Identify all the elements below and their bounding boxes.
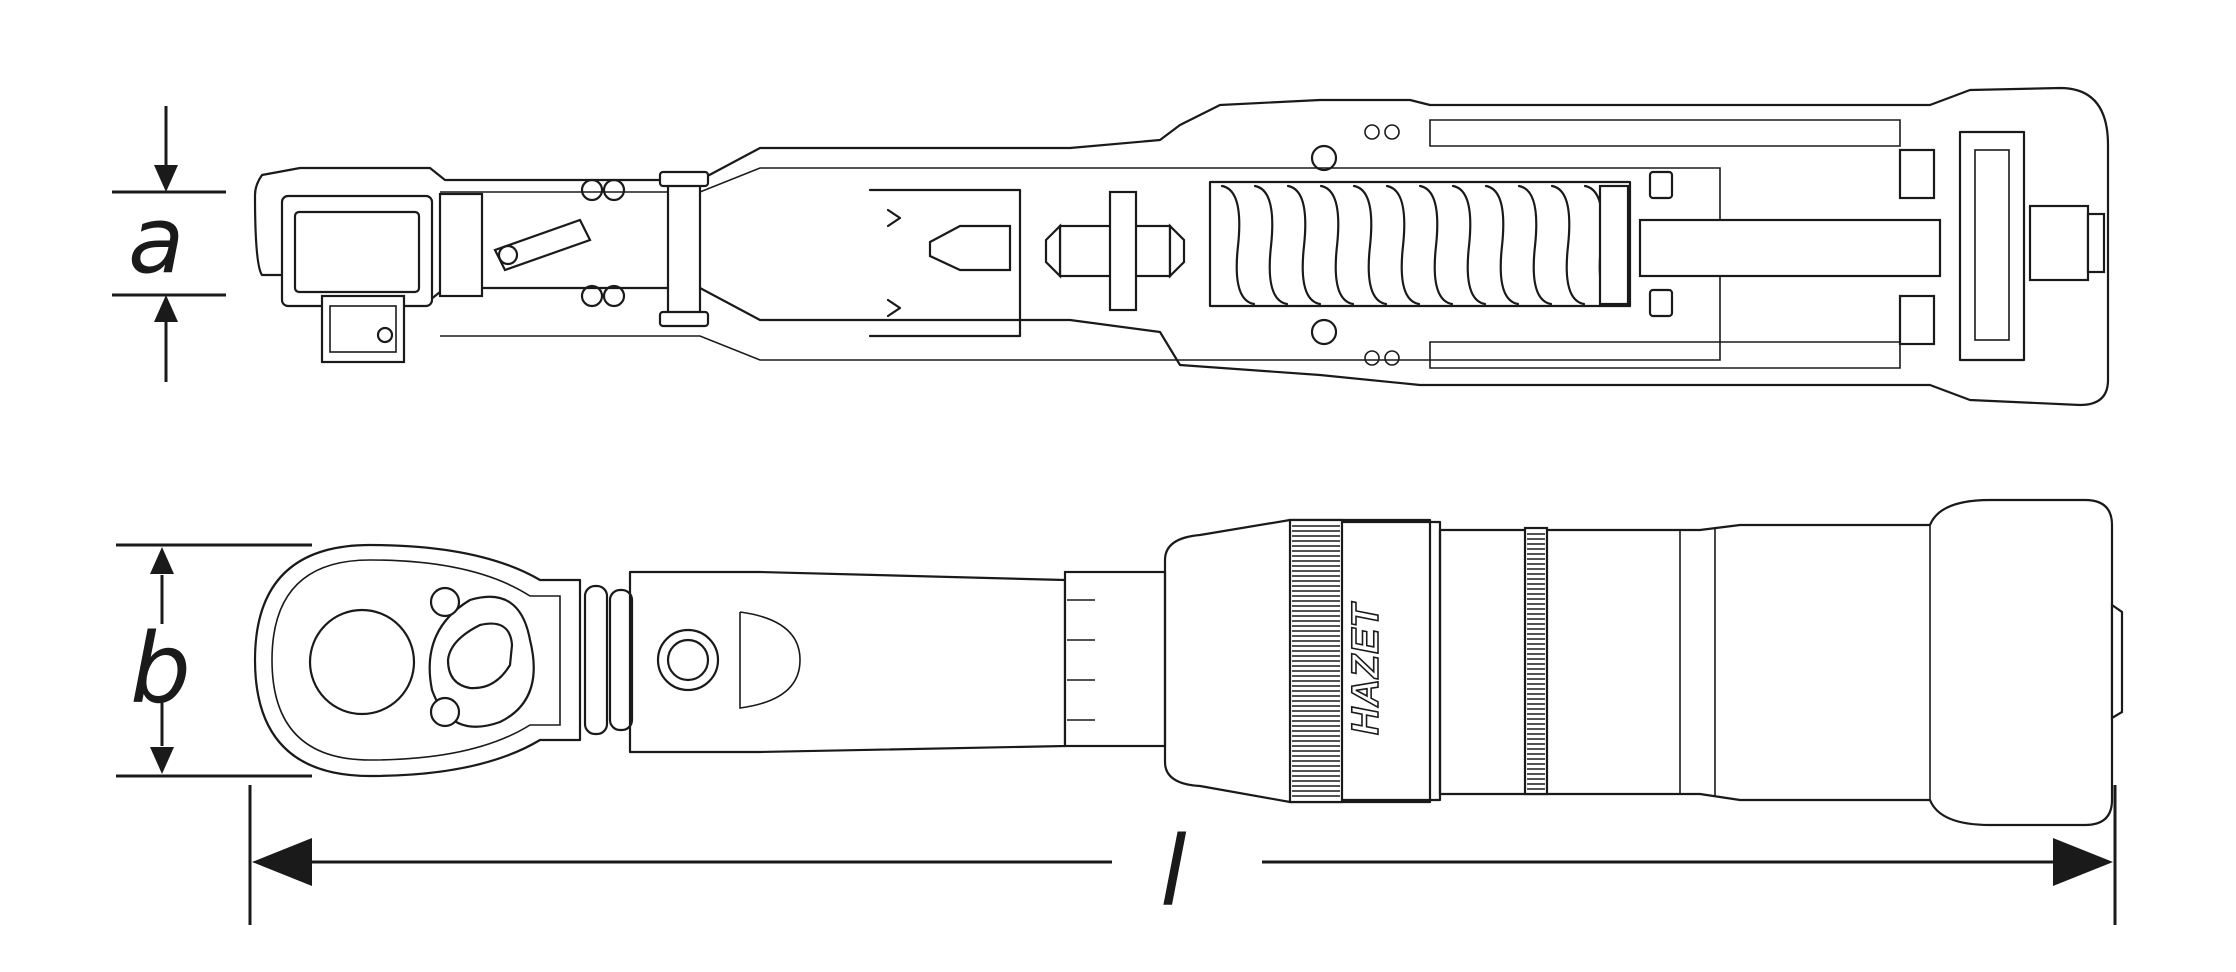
- ring-springs: [1364, 124, 1400, 366]
- toggle-cam: [928, 224, 1012, 272]
- knurled-collar-texture: [1292, 525, 1340, 797]
- spring-coil: [1352, 184, 1388, 306]
- dim-label-l: l: [1160, 816, 1187, 928]
- side-head-inner: [271, 559, 561, 761]
- spring-coil: [1451, 184, 1487, 306]
- keyhole-slot: [446, 622, 514, 690]
- spring-coil: [1418, 184, 1454, 306]
- pawl-block: [438, 192, 484, 298]
- toggle-tip-top: [886, 208, 902, 228]
- grip-body: [1163, 518, 1432, 804]
- end-cap: [1958, 130, 2026, 362]
- drive-socket: [308, 608, 416, 716]
- spring-coil: [1286, 184, 1322, 306]
- toggle-tip-bottom: [886, 298, 902, 318]
- spring-housing: [1208, 180, 1632, 308]
- dim-a-arrow-top: [154, 165, 178, 192]
- pivot-rivet-outer: [656, 628, 720, 692]
- spring-coil: [1385, 184, 1421, 306]
- ring-ball-bottom: [1310, 318, 1338, 346]
- top-view-outline: [253, 86, 2110, 407]
- dim-a-arrow-bottom: [154, 295, 178, 322]
- shaft-bevel: [739, 611, 801, 709]
- top-view-section: [253, 86, 2110, 407]
- drive-ball: [376, 326, 394, 344]
- bearing-balls: [580, 178, 626, 308]
- dimension-l: l: [248, 785, 2117, 928]
- spring-coil: [1253, 184, 1289, 306]
- lock-nut-top: [1898, 148, 1936, 200]
- dim-l-arrow-left: [252, 838, 312, 886]
- pivot-rivet-inner: [666, 638, 710, 682]
- lock-ring-knurl: [1067, 599, 1095, 721]
- end-screw: [2028, 204, 2090, 282]
- end-cap-inner: [1974, 149, 2010, 341]
- handle-tube: [1438, 498, 2114, 827]
- spindle-nut-top: [1648, 170, 1674, 200]
- brand-logo: HAZET: [1345, 602, 1387, 735]
- lock-nut-bottom: [1898, 294, 1936, 346]
- lock-ring: [1063, 570, 1167, 748]
- neck-collar-2: [608, 588, 634, 732]
- plunger-tip-right: [1168, 223, 1186, 279]
- ring-ball-top: [1310, 144, 1338, 172]
- toggle-link: [868, 188, 1022, 338]
- dim-label-a: a: [128, 187, 184, 294]
- spring-end-plate: [1598, 184, 1630, 306]
- spindle-nut-bottom: [1648, 288, 1674, 318]
- end-screw-head: [2086, 212, 2106, 274]
- scale-sleeve-bottom: [1429, 341, 1901, 369]
- square-drive-inner: [329, 305, 397, 353]
- plunger-collar: [1108, 190, 1138, 312]
- spring-coil: [1517, 184, 1553, 306]
- torx-screw-top: [429, 586, 461, 618]
- dimension-a: a: [112, 106, 226, 382]
- reverse-lever: [493, 218, 592, 272]
- lever-ball: [497, 244, 519, 266]
- dim-l-arrow-right: [2053, 838, 2113, 886]
- spring-coil: [1550, 184, 1586, 306]
- spring-coil: [1319, 184, 1355, 306]
- plunger-tip-left: [1044, 223, 1062, 279]
- scale-window-texture: [1527, 533, 1545, 790]
- scale-sleeve: [1429, 119, 1901, 147]
- adjusting-spindle: [1638, 218, 1942, 278]
- neck-collar-1: [583, 584, 609, 736]
- dim-b-arrow-top: [150, 547, 174, 574]
- side-head-outline: [253, 543, 582, 778]
- pivot-pin: [666, 178, 702, 320]
- dim-b-arrow-bottom: [150, 747, 174, 774]
- end-cap-button: [2110, 602, 2124, 720]
- pivot-pin-cap-bottom: [658, 310, 710, 328]
- compression-spring: [1220, 184, 1619, 306]
- spring-coil: [1484, 184, 1520, 306]
- pivot-pin-cap-top: [658, 170, 710, 188]
- dim-label-b: b: [130, 613, 191, 725]
- ratchet-gear: [293, 210, 421, 294]
- side-view: HAZET: [253, 498, 2124, 827]
- dimension-b: b: [116, 543, 312, 778]
- torx-screw-bottom: [429, 696, 461, 728]
- spring-coil: [1220, 184, 1256, 306]
